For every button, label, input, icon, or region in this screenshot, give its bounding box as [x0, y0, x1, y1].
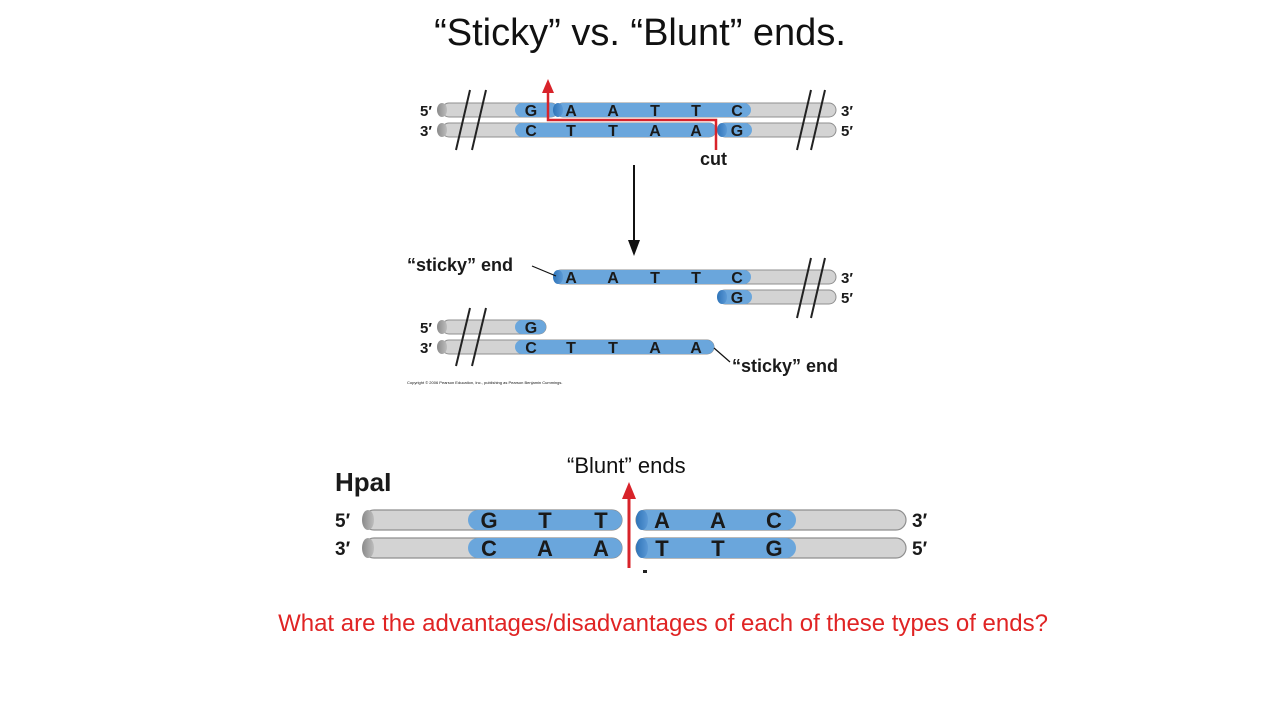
- base-letter: A: [593, 536, 609, 561]
- base-letter: G: [731, 123, 743, 140]
- strand-cap: [717, 290, 727, 304]
- end-label: 5′: [335, 511, 351, 532]
- base-letter: T: [650, 270, 660, 287]
- strand-segment: [636, 538, 796, 558]
- base-letter: C: [731, 103, 743, 120]
- end-label: 5′: [841, 123, 853, 140]
- base-letter: T: [711, 536, 725, 561]
- base-letter: A: [537, 536, 553, 561]
- strand-cap: [636, 510, 648, 530]
- strand-segment: [468, 510, 622, 530]
- strand-cap: [362, 538, 374, 558]
- blunt-ends-label: “Blunt” ends: [567, 453, 686, 478]
- base-letter: C: [481, 536, 497, 561]
- base-letter: A: [649, 340, 661, 357]
- strand-cap: [437, 103, 447, 117]
- base-letter: C: [525, 123, 537, 140]
- strand-cap: [553, 270, 563, 284]
- base-letter: A: [565, 270, 577, 287]
- small-mark: [643, 570, 647, 573]
- base-letter: T: [650, 103, 660, 120]
- base-letter: A: [607, 103, 619, 120]
- strand-cap: [553, 103, 563, 117]
- break-marks: [455, 89, 826, 151]
- break-marks: [796, 257, 826, 319]
- base-letter: A: [690, 123, 702, 140]
- strand-segment: [636, 510, 796, 530]
- slide-title: “Sticky” vs. “Blunt” ends.: [434, 12, 846, 54]
- end-label: 3′: [420, 340, 432, 357]
- cut-label: cut: [700, 149, 727, 169]
- base-letter: A: [710, 508, 726, 533]
- base-letter: T: [691, 270, 701, 287]
- end-label: 3′: [335, 539, 351, 560]
- base-letter: A: [690, 340, 702, 357]
- end-label: 5′: [912, 539, 928, 560]
- base-letter: G: [765, 536, 782, 561]
- strand-cap: [437, 320, 447, 334]
- base-letter: C: [731, 270, 743, 287]
- base-letter: G: [525, 103, 537, 120]
- end-label: 3′: [912, 511, 928, 532]
- copyright-notice: Copyright © 2006 Pearson Education, Inc.…: [407, 380, 562, 385]
- base-letter: T: [594, 508, 608, 533]
- base-letter: G: [525, 320, 537, 337]
- base-letter: A: [649, 123, 661, 140]
- strand-cap: [636, 538, 648, 558]
- strand-segment: [556, 103, 751, 117]
- base-letter: T: [608, 123, 618, 140]
- base-letter: T: [566, 123, 576, 140]
- base-letter: T: [655, 536, 669, 561]
- base-letter: C: [766, 508, 782, 533]
- strand-cap: [437, 340, 447, 354]
- break-marks: [455, 307, 487, 367]
- base-letter: A: [654, 508, 670, 533]
- cut-arrowhead: [542, 79, 554, 93]
- strand-segment: [554, 270, 751, 284]
- strand-cap: [437, 123, 447, 137]
- base-letter: A: [607, 270, 619, 287]
- base-letter: T: [691, 103, 701, 120]
- base-letter: G: [480, 508, 497, 533]
- end-label: 3′: [841, 103, 853, 120]
- end-label: 3′: [420, 123, 432, 140]
- base-letter: G: [731, 290, 743, 307]
- enzyme-name: HpaI: [335, 467, 391, 497]
- ecori-right-fragment: [531, 257, 837, 319]
- strand-segment: [515, 123, 716, 137]
- strand-segment: [718, 290, 752, 304]
- strand-cap: [717, 123, 727, 137]
- strand-cap: [362, 510, 374, 530]
- sticky-end-label: “sticky” end: [732, 356, 838, 376]
- ecori-left-fragment: [437, 307, 731, 367]
- blunt-cut-arrowhead: [622, 482, 636, 499]
- hpai-dna: [362, 482, 907, 573]
- strand-segment: [515, 340, 714, 354]
- base-letter: T: [566, 340, 576, 357]
- label-leader: [531, 265, 557, 277]
- strand-segment: [468, 538, 622, 558]
- label-leader: [713, 347, 731, 363]
- cut-line: [546, 92, 718, 150]
- ecori-uncut-dna: [437, 79, 837, 151]
- end-label: 5′: [420, 320, 432, 337]
- base-letter: T: [608, 340, 618, 357]
- strand-segment: [718, 123, 752, 137]
- reaction-arrowhead: [628, 240, 640, 256]
- strand-segment: [515, 320, 546, 334]
- sticky-end-label: “sticky” end: [407, 255, 513, 275]
- end-label: 3′: [841, 270, 853, 287]
- end-label: 5′: [420, 103, 432, 120]
- end-label: 5′: [841, 290, 853, 307]
- discussion-question: What are the advantages/disadvantages of…: [278, 610, 1048, 637]
- base-letter: C: [525, 340, 537, 357]
- base-letter: A: [565, 103, 577, 120]
- base-letter: T: [538, 508, 552, 533]
